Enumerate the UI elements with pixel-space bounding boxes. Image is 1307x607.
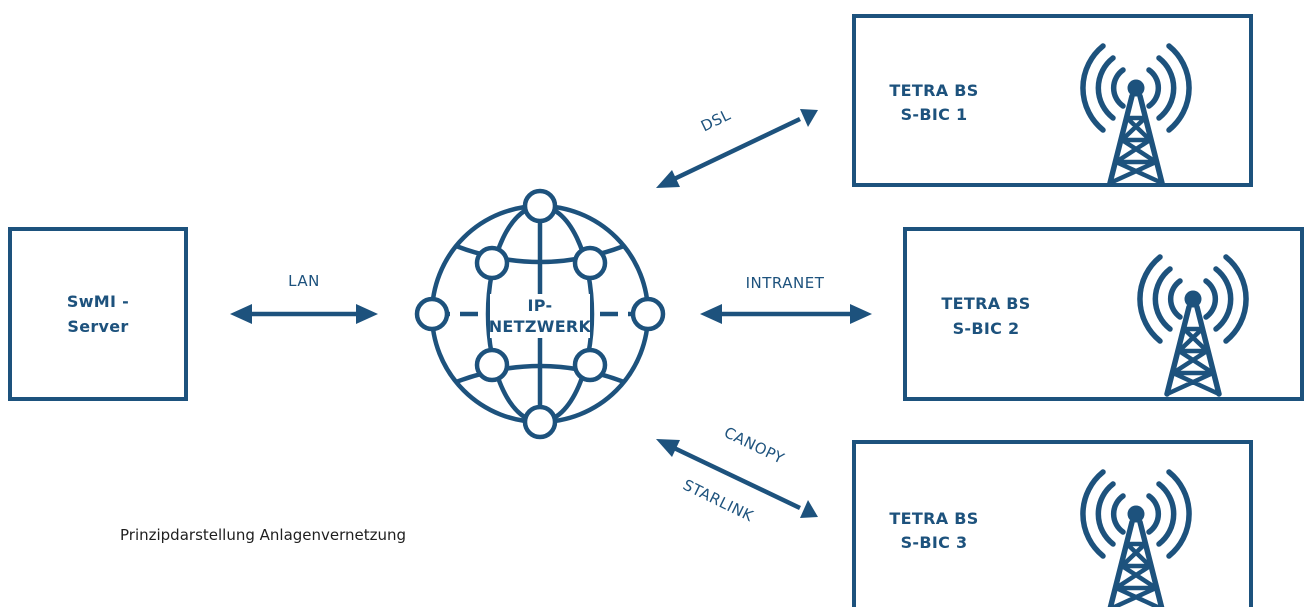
station-2-label-line2: S-BIC 2 [953, 319, 1020, 338]
diagram-caption: Prinzipdarstellung Anlagenvernetzung [120, 526, 406, 544]
dsl-link: DSL [656, 106, 818, 188]
server-box: SwMI - Server [8, 227, 188, 401]
canopy-starlink-link: CANOPY STARLINK [656, 423, 818, 526]
station-box-2: TETRA BS S-BIC 2 [903, 227, 1304, 401]
station-1-label-line1: TETRA BS [889, 81, 978, 100]
station-1-label-line2: S-BIC 1 [901, 105, 968, 124]
station-2-label-line1: TETRA BS [941, 294, 1030, 313]
lan-label: LAN [288, 272, 320, 290]
intranet-link: INTRANET [700, 274, 872, 324]
station-3-label-line1: TETRA BS [889, 509, 978, 528]
server-label-line2: Server [67, 317, 128, 336]
lan-link: LAN [230, 272, 378, 324]
intranet-label: INTRANET [746, 274, 825, 292]
canopy-label: CANOPY [721, 423, 787, 468]
network-label-line2: NETZWERK [489, 317, 592, 336]
station-box-3: TETRA BS S-BIC 3 [852, 440, 1253, 607]
dsl-label: DSL [698, 106, 734, 136]
network-label-line1: IP- [528, 296, 553, 315]
station-box-1: TETRA BS S-BIC 1 [852, 14, 1253, 187]
server-label-line1: SwMI - [67, 292, 129, 311]
globe-network-icon: IP- NETZWERK [414, 188, 666, 440]
station-3-label-line2: S-BIC 3 [901, 533, 968, 552]
